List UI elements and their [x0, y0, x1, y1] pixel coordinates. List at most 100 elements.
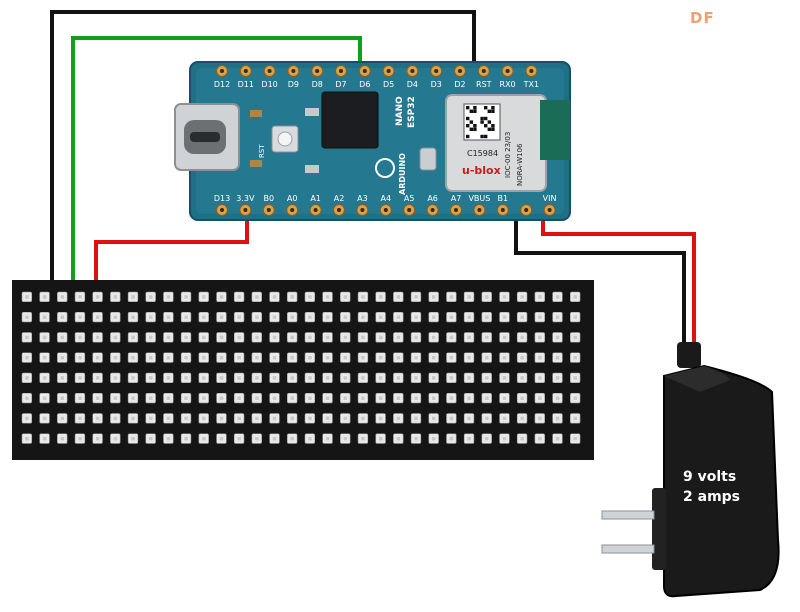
bottom-pin-label: A5	[404, 194, 415, 203]
top-pin-hole	[410, 69, 415, 73]
led-chip	[361, 315, 365, 319]
led-chip	[467, 436, 471, 441]
led-chip	[431, 295, 436, 299]
smd-component	[250, 110, 262, 117]
led-chip	[325, 335, 330, 340]
watermark-logo: DF	[690, 9, 715, 27]
led-chip	[95, 355, 100, 360]
top-pin-label: TX1	[523, 80, 539, 89]
led-chip	[272, 376, 277, 380]
led-chip	[502, 436, 507, 441]
led-chip	[166, 416, 171, 421]
led-chip	[467, 315, 471, 319]
top-pin-hole	[481, 69, 486, 73]
bottom-pin-hole	[454, 208, 458, 212]
led-chip	[113, 295, 118, 299]
led-chip	[485, 315, 489, 319]
top-pin-label: D2	[454, 80, 465, 89]
bottom-pin-label: B1	[498, 194, 509, 203]
top-pin-label: D5	[383, 80, 394, 89]
led-chip	[290, 436, 295, 441]
led-chip	[502, 416, 507, 421]
led-chip	[485, 335, 489, 340]
led-chip	[113, 315, 118, 319]
bottom-pin-label: A0	[287, 194, 298, 203]
led-chip	[449, 376, 454, 380]
led-chip	[502, 376, 507, 380]
led-matrix-panel	[12, 280, 594, 460]
led-chip	[202, 355, 206, 360]
wire-red-matrix-to-board	[94, 210, 249, 283]
led-chip	[131, 376, 135, 380]
led-chip	[538, 355, 542, 360]
led-chip	[325, 295, 330, 299]
led-chip	[78, 376, 82, 380]
adapter-highlight	[664, 366, 730, 392]
led-chip	[60, 335, 65, 340]
top-pin-hole	[362, 69, 367, 73]
bottom-pin-label: A7	[451, 194, 462, 203]
qr-cell	[473, 106, 477, 110]
qr-cell	[491, 124, 495, 128]
led-chip	[219, 396, 224, 400]
led-chip	[431, 355, 436, 360]
led-chip	[25, 335, 29, 340]
led-chip	[255, 335, 259, 340]
top-pin-label: D6	[359, 80, 370, 89]
qr-pattern	[466, 106, 495, 139]
led-chip	[290, 295, 295, 299]
led-chip	[308, 295, 312, 299]
led-chip	[467, 376, 471, 380]
led-chip	[60, 436, 65, 441]
qr-cell	[484, 134, 488, 139]
bottom-pin-hole	[220, 208, 224, 212]
top-pin-hole	[386, 69, 391, 73]
qr-cell	[466, 124, 470, 128]
led-chip	[396, 436, 401, 441]
qr-cell	[480, 116, 484, 121]
led-chip	[396, 396, 401, 400]
led-chip	[42, 436, 47, 441]
led-chip	[237, 436, 241, 441]
led-chip	[308, 315, 312, 319]
bottom-pin-label: VIN	[543, 194, 557, 203]
power-adapter	[601, 342, 780, 598]
bottom-pin-label: A4	[381, 194, 392, 203]
led-chip	[414, 315, 418, 319]
module-antenna	[540, 100, 570, 160]
led-chip	[255, 416, 259, 421]
silkscreen-rst: RST	[258, 144, 266, 158]
led-chip	[538, 396, 542, 400]
led-chip	[202, 315, 206, 319]
bottom-pin-label: A6	[427, 194, 438, 203]
led-chip	[467, 295, 471, 299]
led-chip	[343, 335, 348, 340]
led-chip	[166, 376, 171, 380]
led-chip	[520, 376, 524, 380]
bottom-pin-hole	[360, 208, 365, 212]
led-chip	[573, 315, 578, 319]
led-chip	[467, 396, 471, 400]
led-chip	[255, 436, 259, 441]
led-chip	[148, 295, 153, 299]
led-chip	[485, 295, 489, 299]
led-chip	[449, 416, 454, 421]
led-chip	[202, 295, 206, 299]
smd-component	[305, 165, 319, 173]
led-chip	[25, 376, 29, 380]
led-chip	[361, 355, 365, 360]
bottom-pin-hole	[313, 208, 318, 212]
led-chip	[25, 396, 29, 400]
led-chip	[255, 396, 259, 400]
led-chip	[396, 335, 401, 340]
led-chip	[308, 335, 312, 340]
led-grid	[21, 291, 581, 444]
led-chip	[113, 416, 118, 421]
led-chip	[25, 416, 29, 421]
qr-cell	[473, 124, 477, 128]
led-chip	[485, 436, 489, 441]
reset-button-cap	[277, 131, 293, 147]
led-chip	[520, 295, 524, 299]
led-chip	[431, 335, 436, 340]
led-chip	[325, 396, 330, 400]
